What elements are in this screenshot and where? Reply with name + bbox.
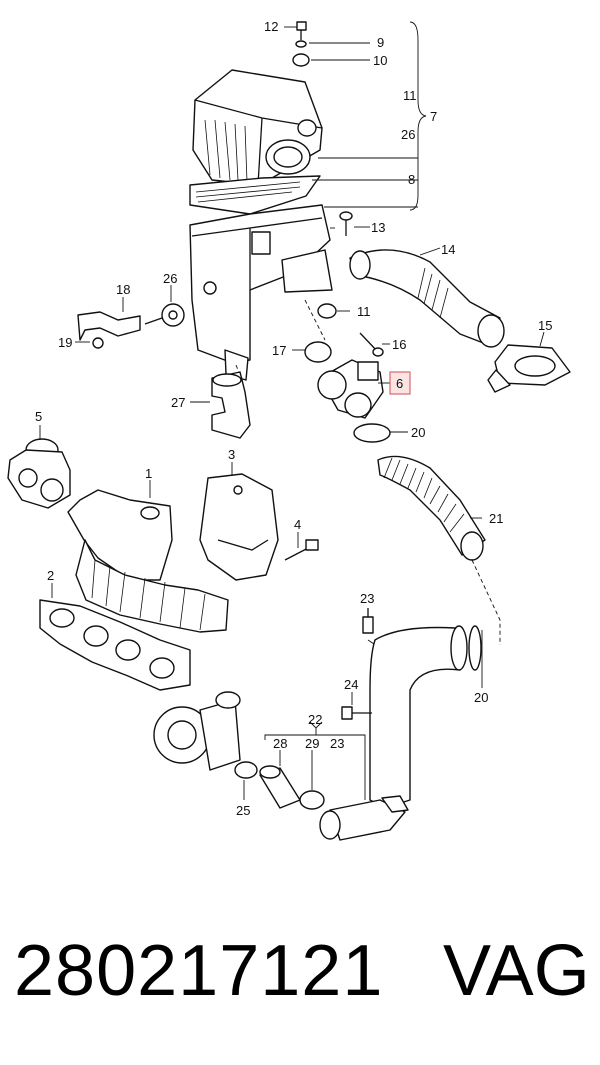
highlight-box bbox=[389, 371, 411, 395]
callout-25: 25 bbox=[236, 803, 250, 818]
screw-13 bbox=[339, 211, 370, 236]
heat-shield bbox=[199, 462, 279, 581]
callout-5: 5 bbox=[35, 409, 42, 424]
callout-23-upper: 23 bbox=[360, 591, 374, 606]
rubber-mount-26 bbox=[144, 285, 185, 327]
brand-name: VAG bbox=[443, 931, 590, 1011]
turbocharger bbox=[153, 691, 241, 771]
clamp-20-upper bbox=[353, 423, 408, 443]
hose-28 bbox=[259, 750, 301, 809]
callout-23-lower: 23 bbox=[330, 736, 344, 751]
part-number: 280217121 bbox=[14, 931, 384, 1011]
callout-2: 2 bbox=[47, 568, 54, 583]
callout-29: 29 bbox=[305, 736, 319, 751]
callout-22: 22 bbox=[308, 712, 322, 727]
screw-16 bbox=[359, 332, 390, 357]
bolt-24 bbox=[341, 692, 372, 720]
callout-4: 4 bbox=[294, 517, 301, 532]
intake-hose bbox=[349, 247, 505, 348]
air-mass-meter bbox=[317, 359, 392, 419]
callout-1: 1 bbox=[145, 466, 152, 481]
callout-14: 14 bbox=[441, 242, 455, 257]
callout-26-upper: 26 bbox=[401, 127, 415, 142]
callout-17: 17 bbox=[272, 343, 286, 358]
elbow-hose-27 bbox=[190, 371, 251, 439]
egr-valve bbox=[7, 425, 71, 509]
callout-15: 15 bbox=[538, 318, 552, 333]
callout-13: 13 bbox=[371, 220, 385, 235]
callout-18: 18 bbox=[116, 282, 130, 297]
clamp-25 bbox=[234, 761, 258, 800]
o-ring-17 bbox=[292, 341, 332, 363]
nut-11 bbox=[317, 303, 350, 319]
callout-9: 9 bbox=[377, 35, 384, 50]
callout-3: 3 bbox=[228, 447, 235, 462]
clamp-29 bbox=[299, 750, 325, 810]
bracket-18 bbox=[75, 297, 141, 349]
callout-11-upper: 11 bbox=[403, 88, 417, 103]
callout-16: 16 bbox=[392, 337, 406, 352]
callout-7: 7 bbox=[430, 109, 437, 124]
callout-26-lower: 26 bbox=[163, 271, 177, 286]
air-filter-lid bbox=[192, 69, 418, 186]
manifold-gasket bbox=[39, 583, 191, 691]
callout-11-lower: 11 bbox=[357, 304, 371, 319]
callout-21: 21 bbox=[489, 511, 503, 526]
callout-20-lower: 20 bbox=[474, 690, 488, 705]
intake-manifold bbox=[67, 480, 229, 633]
exploded-parts-diagram: 12 9 10 11 7 26 8 13 14 11 16 15 18 26 1… bbox=[7, 19, 571, 841]
bolt-4 bbox=[284, 532, 319, 561]
callout-6: 6 bbox=[396, 376, 403, 391]
callout-28: 28 bbox=[273, 736, 287, 751]
filter-element bbox=[189, 175, 418, 215]
corrugated-hose bbox=[377, 455, 486, 561]
callout-19: 19 bbox=[58, 335, 72, 350]
bolt-stack bbox=[284, 21, 370, 67]
callout-8: 8 bbox=[408, 172, 415, 187]
callout-20-upper: 20 bbox=[411, 425, 425, 440]
callout-24: 24 bbox=[344, 677, 358, 692]
connector-15 bbox=[487, 331, 571, 393]
callout-10: 10 bbox=[373, 53, 387, 68]
charge-air-pipe bbox=[319, 625, 483, 841]
callout-27: 27 bbox=[171, 395, 185, 410]
callout-12: 12 bbox=[264, 19, 278, 34]
air-filter-housing bbox=[189, 204, 335, 381]
